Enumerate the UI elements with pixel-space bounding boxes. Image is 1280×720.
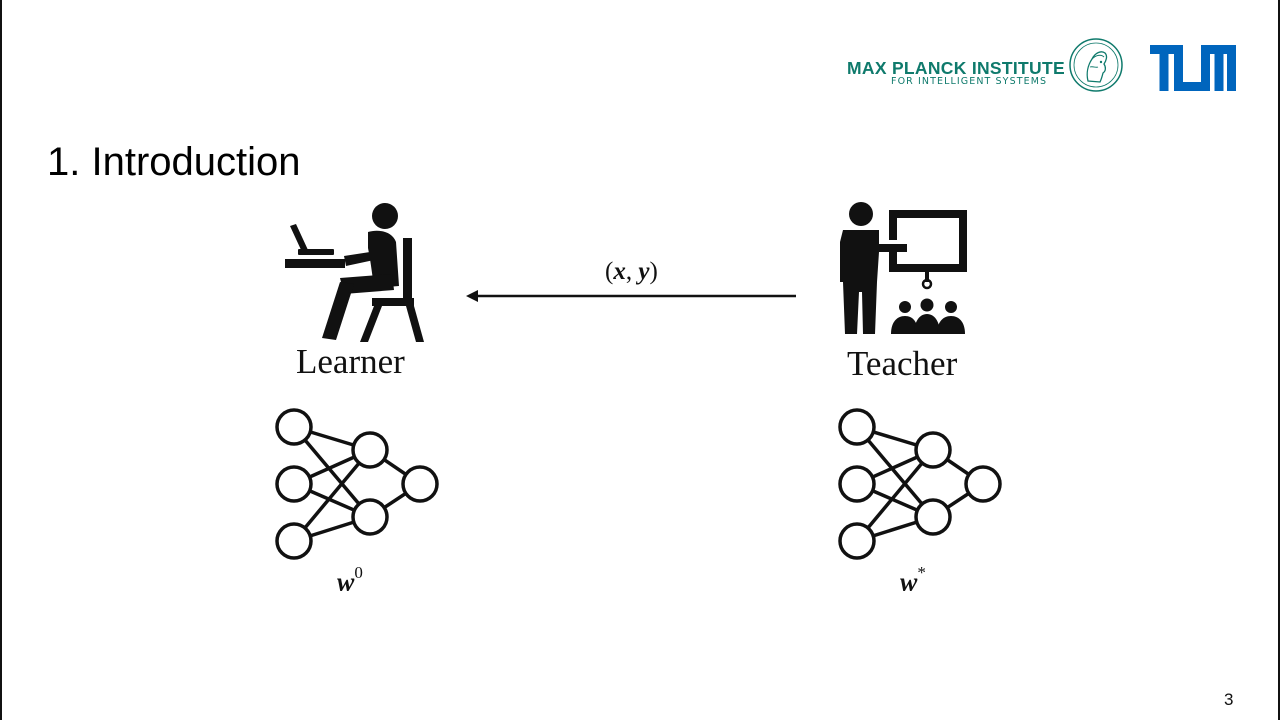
minerva-emblem-icon [1069,38,1123,92]
teacher-neural-network-icon [838,408,1002,560]
slide-right-border [1278,0,1280,720]
page-number: 3 [1224,690,1234,709]
learner-at-desk-icon [285,203,424,342]
data-flow-arrow [466,290,796,302]
learner-label: Learner [296,342,405,381]
institute-name: MAX PLANCK INSTITUTE [847,58,1065,78]
learner-neural-network-icon [275,408,439,560]
slide-title: 1. Introduction [47,140,301,184]
teacher-weights-label: w* [900,563,926,597]
training-example-label: (x, y) [605,258,658,285]
institute-subtitle: FOR INTELLIGENT SYSTEMS [891,76,1048,87]
learner-weights-label: w0 [337,563,363,597]
teacher-presenting-icon [840,202,967,334]
tum-logo-icon [1150,45,1236,91]
teacher-label: Teacher [847,344,958,383]
slide-left-border [0,0,2,720]
